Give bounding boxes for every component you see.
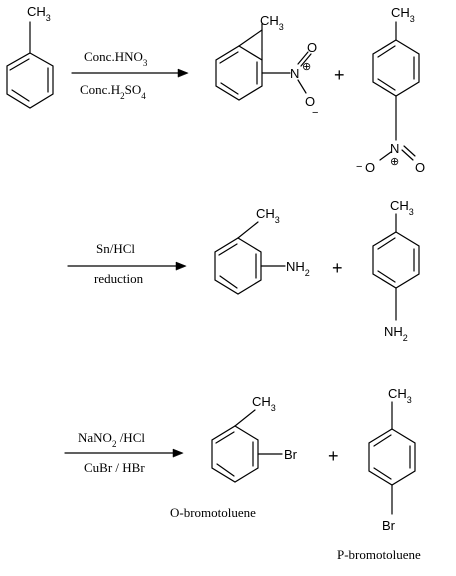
para-nitrotoluene-molecule: CH3 N ⊕ − O O	[356, 5, 425, 175]
negative-charge: −	[356, 161, 362, 173]
plus-sign: +	[328, 446, 339, 466]
methyl-label: CH3	[260, 13, 284, 32]
positive-charge: ⊕	[302, 61, 311, 73]
positive-charge: ⊕	[390, 156, 399, 168]
reaction-arrow-step3	[64, 448, 184, 458]
ortho-toluidine-molecule: CH3 NH2	[214, 206, 310, 295]
reagent-step2-bottom: reduction	[94, 271, 144, 286]
reaction-arrow-step1	[71, 68, 189, 78]
reagent-step3-top: NaNO2 /HCl	[78, 430, 145, 449]
amine-label: NH2	[286, 259, 310, 278]
toluene-molecule: CH3	[6, 4, 54, 109]
nitro-oxygen: O	[365, 160, 375, 175]
methyl-label: CH3	[252, 394, 276, 413]
amine-label: NH2	[384, 324, 408, 343]
ortho-nitrotoluene-molecule: CH3 N ⊕ O O −	[215, 13, 318, 119]
plus-sign: +	[332, 258, 343, 278]
plus-sign: +	[334, 65, 345, 85]
para-product-name: P-bromotoluene	[337, 547, 421, 562]
ortho-product-name: O-bromotoluene	[170, 505, 256, 520]
nitro-oxygen: O	[307, 40, 317, 55]
ortho-bromotoluene-molecule: CH3 Br	[211, 394, 298, 483]
reagent-step2-top: Sn/HCl	[96, 241, 135, 256]
methyl-label: CH3	[388, 386, 412, 405]
para-bromotoluene-molecule: CH3 Br	[368, 386, 416, 533]
nitro-oxygen: O	[305, 94, 315, 109]
negative-charge: −	[312, 107, 318, 119]
nitro-nitrogen: N	[290, 66, 299, 81]
reagent-step1-bottom: Conc.H2SO4	[80, 82, 146, 101]
methyl-label: CH3	[27, 4, 51, 23]
reaction-arrow-step2	[67, 261, 187, 271]
bromo-label: Br	[382, 518, 396, 533]
methyl-label: CH3	[256, 206, 280, 225]
bromo-label: Br	[284, 447, 298, 462]
reagent-step3-bottom: CuBr / HBr	[84, 460, 145, 475]
methyl-label: CH3	[390, 198, 414, 217]
para-toluidine-molecule: CH3 NH2	[372, 198, 420, 343]
reagent-step1-top: Conc.HNO3	[84, 49, 148, 68]
nitro-oxygen: O	[415, 160, 425, 175]
nitro-nitrogen: N	[390, 141, 399, 156]
methyl-label: CH3	[391, 5, 415, 24]
